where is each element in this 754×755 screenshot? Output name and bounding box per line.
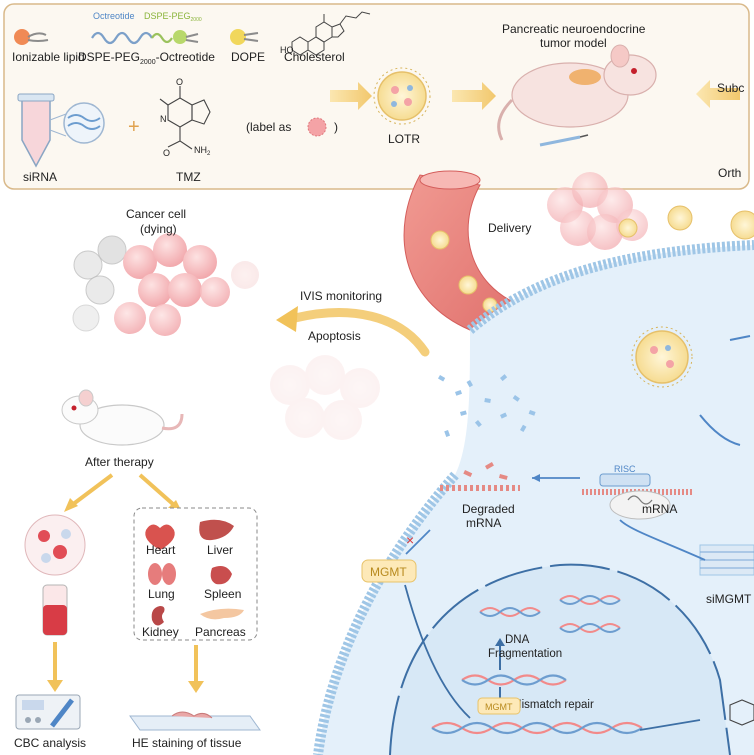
tmz-o2-label: O	[163, 148, 170, 158]
tmz-partial-structure-icon	[729, 699, 754, 726]
inhibition-x-mark: ×	[406, 532, 414, 548]
lotr-label: LOTR	[388, 132, 420, 146]
after-therapy-label: After therapy	[85, 455, 154, 469]
arrow-to-organs	[138, 473, 176, 507]
he-slide-icon	[129, 711, 261, 731]
label-as-text: (label as	[246, 120, 291, 134]
panel-arrow-3	[696, 80, 740, 108]
cholesterol-ho-label: HO	[280, 45, 294, 55]
kidney-icon	[151, 606, 165, 626]
pancreas-icon	[200, 608, 244, 620]
tmz-nh2-label: NH2	[194, 145, 211, 157]
blood-tube-icon	[42, 584, 68, 636]
released-fragments	[438, 374, 536, 438]
mgmt-label: MGMT	[370, 565, 407, 579]
dying-cancer-cells	[72, 233, 259, 336]
simgmt-label: siMGMT	[706, 592, 752, 606]
he-label: HE staining of tissue	[132, 736, 242, 750]
blood-vessel	[403, 170, 522, 331]
tmz-o-label: O	[176, 77, 183, 87]
tmz-symbol-icon	[307, 117, 327, 137]
cbc-analyzer-icon	[15, 694, 81, 730]
tmz-n-label: N	[160, 114, 167, 124]
risc-label: RISC	[614, 464, 636, 474]
dna-fragments-icon	[479, 595, 621, 633]
organ-label-lung: Lung	[148, 587, 175, 601]
organ-label-heart: Heart	[146, 543, 176, 557]
organ-label-spleen: Spleen	[204, 587, 241, 601]
orthotopic-label: Orth	[718, 166, 741, 180]
organ-label-pancreas: Pancreas	[195, 625, 246, 639]
tumor-model-title-line1: Pancreatic neuroendocrine	[502, 22, 646, 36]
faded-cell-cluster	[270, 355, 380, 440]
cell-nanoparticle-icon	[631, 326, 693, 388]
sirna-label: siRNA	[23, 170, 57, 184]
ionizable-lipid-label: Ionizable lipid	[12, 50, 85, 64]
tmz-label: TMZ	[176, 170, 201, 184]
dna-helix-bottom	[431, 721, 643, 735]
lotr-nanoparticle-icon	[373, 67, 431, 125]
mgmt-to-dna-arrow	[404, 584, 471, 719]
degraded-mrna-icon	[440, 461, 520, 491]
cholesterol-label: Cholesterol	[284, 50, 345, 64]
degraded-to-mgmt-arrow	[405, 529, 431, 555]
cancer-cell-label-line1: Cancer cell	[126, 207, 186, 221]
apoptosis-label: Apoptosis	[308, 329, 361, 343]
after-therapy-rat-icon	[61, 389, 184, 446]
octreotide-label: Octreotide	[93, 11, 135, 21]
cbc-label: CBC analysis	[14, 736, 86, 750]
ionizable-lipid-icon	[14, 29, 49, 45]
dna-helix-middle	[461, 674, 567, 686]
uptake-arrow	[729, 335, 751, 341]
arrow-to-blood	[70, 473, 114, 507]
lung-icon	[148, 563, 176, 585]
nucleus	[389, 563, 731, 755]
mgmt-small-tag-icon	[477, 697, 521, 715]
ivis-label: IVIS monitoring	[300, 289, 382, 303]
sirna-tube-icon	[17, 93, 105, 168]
cancer-cell-label-line2: (dying)	[140, 222, 177, 236]
organ-label-liver: Liver	[207, 543, 233, 557]
panel-arrow-1	[330, 82, 372, 110]
liver-icon	[199, 519, 234, 541]
cholesterol-structure-icon	[291, 11, 371, 56]
dspe-peg-small-label: DSPE-PEG2000	[144, 11, 202, 23]
label-as-close: )	[334, 120, 338, 134]
mgmt-protein-icon	[361, 559, 417, 583]
dope-icon	[230, 29, 259, 45]
mrna-label: mRNA	[642, 502, 677, 516]
dspe-peg-octreotide-label: DSPE-PEG2000-Octreotide	[78, 50, 215, 66]
tumor-model-title-line2: tumor model	[540, 36, 607, 50]
formulation-panel	[3, 3, 750, 190]
risc-complex-icon	[582, 473, 692, 520]
mgmt-small-label: MGMT	[485, 702, 513, 712]
tumor-cluster-right	[547, 172, 754, 250]
tmz-structure-icon	[159, 86, 211, 150]
plus-sign: +	[128, 116, 140, 138]
tumor-model-mouse-icon	[497, 44, 657, 147]
spleen-icon	[210, 566, 232, 585]
mismatch-repair-label: Mismatch repair	[512, 699, 594, 711]
panel-arrow-2	[452, 82, 496, 110]
simgmt-strand-icon	[699, 544, 754, 576]
dna-fragmentation-line1: DNA	[505, 634, 530, 646]
delivery-label: Delivery	[488, 221, 531, 235]
dspe-peg-octreotide-icon	[91, 30, 199, 45]
simgmt-to-risc-arrow	[619, 519, 706, 561]
heart-icon	[145, 524, 175, 550]
organ-label-kidney: Kidney	[142, 625, 179, 639]
dope-label: DOPE	[231, 50, 265, 64]
release-arrow	[699, 414, 741, 446]
degraded-mrna-label-line1: Degraded	[462, 502, 515, 516]
subcutaneous-label: Subc	[717, 81, 744, 95]
blood-cells-icon	[24, 514, 86, 576]
tmz-to-dna-arrow	[639, 719, 701, 731]
degraded-mrna-label-line2: mRNA	[466, 516, 501, 530]
dna-fragmentation-line2: Fragmentation	[488, 648, 562, 660]
apoptosis-arrow	[276, 306, 430, 357]
